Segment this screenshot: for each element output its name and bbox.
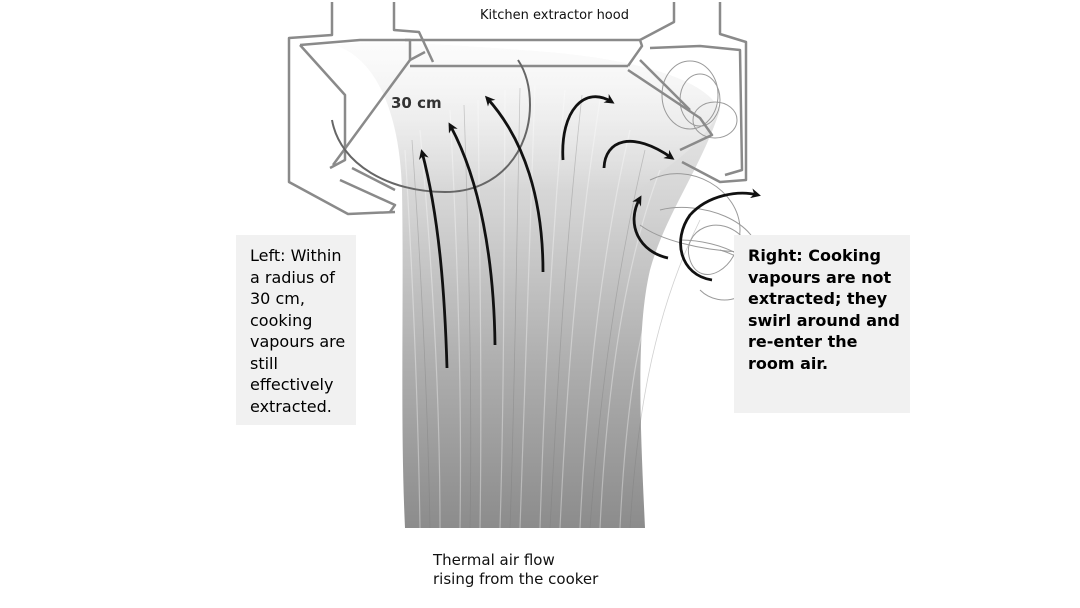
bottom-caption-line1: Thermal air flow: [433, 551, 555, 569]
radius-circle: [331, 59, 532, 194]
arrow-5: [602, 140, 675, 169]
arrow-2: [448, 122, 497, 346]
left-note: Left: Within a radius of 30 cm, cooking …: [236, 235, 356, 425]
arrow-1: [418, 149, 449, 369]
bottom-caption-line2: rising from the cooker: [433, 570, 599, 588]
bottom-caption: Thermal air flow rising from the cooker: [433, 551, 633, 589]
radius-label: 30 cm: [391, 94, 442, 112]
right-note-text: Right: Cooking vapours are not extracted…: [748, 246, 900, 373]
left-note-text: Left: Within a radius of 30 cm, cooking …: [250, 246, 346, 416]
arrow-3: [484, 95, 545, 273]
arrow-7: [679, 188, 761, 282]
arrow-4: [561, 94, 615, 161]
extractor-hood: [287, 2, 748, 216]
diagram-title: Kitchen extractor hood: [480, 8, 629, 23]
swirl-arrows: [561, 94, 761, 282]
right-note: Right: Cooking vapours are not extracted…: [734, 235, 910, 413]
thermal-plume: [335, 42, 720, 529]
arrow-6: [632, 195, 669, 260]
extraction-arrows: [418, 95, 545, 369]
